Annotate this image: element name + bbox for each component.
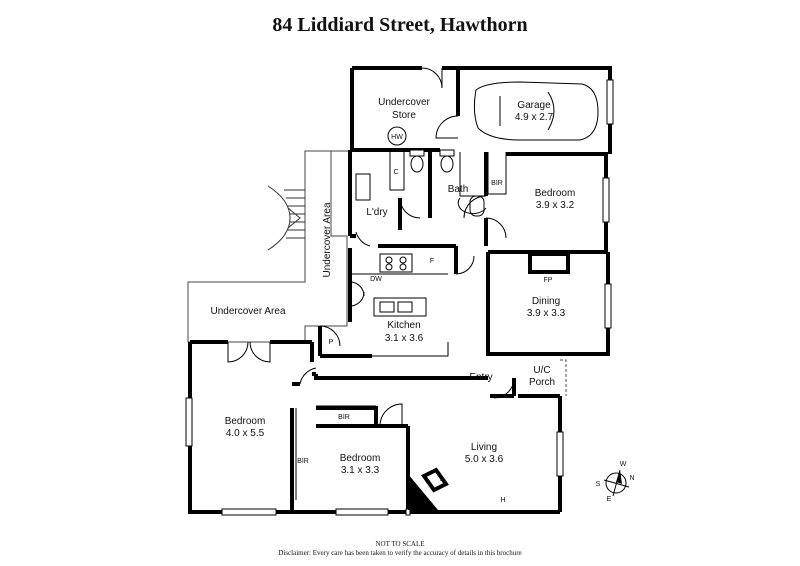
bedroom-top-label: Bedroom (535, 188, 576, 199)
car-icon (473, 81, 599, 141)
bir-left-label: BIR (297, 458, 309, 465)
undercover-outlines (187, 150, 350, 343)
compass-n: N (629, 475, 634, 482)
dishwasher-label: DW (370, 276, 382, 283)
undercover-area-left-label: Undercover Area (210, 306, 285, 317)
heater-label: H (500, 497, 505, 504)
fp-top-label: FP (544, 277, 553, 284)
fixtures (387, 126, 455, 173)
bedroom-top-size: 3.9 x 3.2 (536, 200, 575, 211)
laundry-label: L'dry (366, 207, 387, 218)
dining-size: 3.9 x 3.3 (527, 308, 566, 319)
bir-top-label: BIR (491, 180, 503, 187)
dining-label: Dining (532, 296, 560, 307)
fireplace-living-icon (408, 474, 438, 510)
doors (227, 67, 515, 427)
living-label: Living (471, 442, 497, 453)
living-size: 5.0 x 3.6 (465, 454, 504, 465)
cupboard-label: C (393, 169, 398, 176)
room-label-undercover-store-1: Undercover (378, 97, 430, 108)
bedroom-mid-label: Bedroom (340, 453, 381, 464)
compass-w: W (620, 461, 627, 468)
not-to-scale: NOT TO SCALE (375, 540, 425, 548)
bath-label: Bath (448, 184, 469, 195)
garage-size: 4.9 x 2.7 (515, 112, 554, 123)
uc-porch-label-1: U/C (533, 365, 550, 376)
compass-s: S (596, 481, 601, 488)
fridge-label: F (430, 258, 434, 265)
compass-e: E (607, 496, 612, 503)
windows (185, 79, 614, 516)
fireplace-dining-icon (528, 252, 570, 274)
disclaimer: Disclaimer: Every care has been taken to… (278, 549, 522, 557)
undercover-area-vertical-label: Undercover Area (322, 202, 333, 277)
stairs (267, 185, 305, 251)
entry-label: Entry (469, 372, 492, 383)
fp-living-label: FP (438, 478, 449, 490)
bir-mid-label: BIR (338, 414, 350, 421)
porch-outline (560, 359, 567, 396)
page-title: 84 Liddiard Street, Hawthorn (272, 14, 528, 36)
garage-label: Garage (517, 100, 551, 111)
bedroom-mid-size: 3.1 x 3.3 (341, 465, 380, 476)
bedroom-left-label: Bedroom (225, 416, 266, 427)
bedroom-left-size: 4.0 x 5.5 (226, 428, 265, 439)
kitchen-size: 3.1 x 3.6 (385, 333, 424, 344)
room-label-undercover-store-2: Store (392, 110, 416, 121)
pantry-label: P (329, 339, 334, 346)
kitchen-label: Kitchen (387, 320, 420, 331)
compass-rose (603, 469, 630, 497)
built-ins (295, 152, 507, 500)
uc-porch-label-2: Porch (529, 377, 555, 388)
hw-label: HW (391, 134, 403, 141)
